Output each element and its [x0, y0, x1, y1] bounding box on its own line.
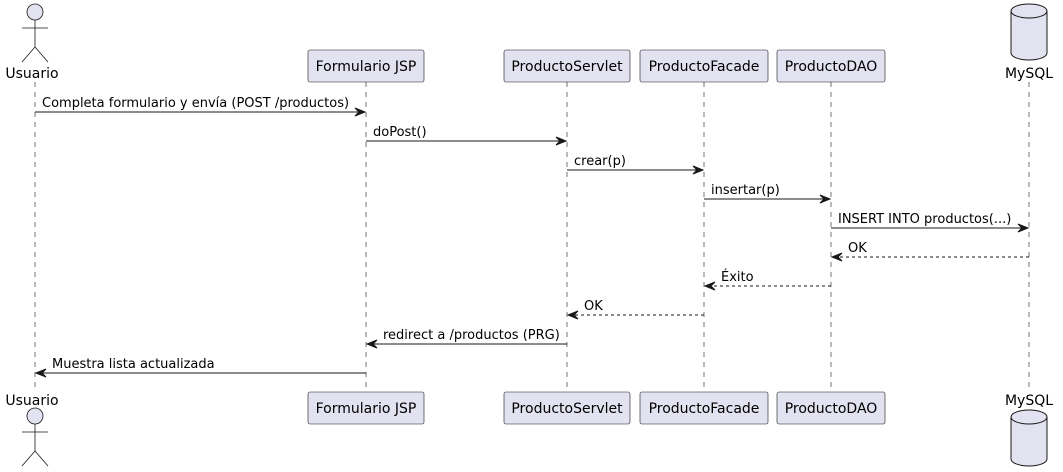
message-label: crear(p): [574, 154, 626, 169]
participant-label-bottom-usuario: Usuario: [5, 393, 58, 409]
actor-leg-left: [21, 46, 36, 63]
message-arrowhead: [830, 252, 843, 262]
participant-label-bottom-mysql: MySQL: [1005, 393, 1053, 409]
participant-label-top-mysql: MySQL: [1005, 66, 1053, 82]
database-body: [1010, 409, 1048, 467]
message-2: doPost(): [366, 125, 568, 146]
actor-head: [26, 407, 44, 425]
message-6: OK: [830, 241, 1029, 262]
participant-label: ProductoDAO: [785, 59, 878, 75]
message-5: INSERT INTO productos(...): [831, 212, 1030, 233]
participant-label: ProductoServlet: [511, 401, 623, 417]
message-label: INSERT INTO productos(...): [838, 212, 1011, 227]
participant-top-jsp: Formulario JSP: [307, 49, 425, 83]
actor-leg-right: [34, 46, 49, 63]
participant-label: Formulario JSP: [316, 401, 417, 417]
actor-bottom-usuario: [21, 407, 49, 467]
database-body: [1010, 3, 1048, 61]
participant-bottom-servlet: ProductoServlet: [503, 391, 631, 425]
participant-rect: [307, 391, 425, 425]
participant-top-facade: ProductoFacade: [639, 49, 769, 83]
message-arrowhead: [692, 165, 705, 175]
message-8: OK: [566, 299, 704, 320]
message-arrowhead: [354, 107, 367, 117]
participant-rect: [776, 49, 886, 83]
message-10: Muestra lista actualizada: [34, 357, 366, 378]
message-arrowhead: [365, 339, 378, 349]
message-arrowhead: [1017, 223, 1030, 233]
message-label: Completa formulario y envía (POST /produ…: [42, 96, 349, 111]
participant-rect: [307, 49, 425, 83]
message-arrowhead: [703, 281, 716, 291]
participant-rect: [776, 391, 886, 425]
message-label: doPost(): [373, 125, 427, 140]
database-rim: [1010, 10, 1048, 19]
actor-head: [26, 3, 44, 21]
message-3: crear(p): [567, 154, 705, 175]
participant-rect: [639, 49, 769, 83]
participant-bottom-facade: ProductoFacade: [639, 391, 769, 425]
message-4: insertar(p): [704, 183, 832, 204]
message-arrowhead: [819, 194, 832, 204]
participant-bottom-dao: ProductoDAO: [776, 391, 886, 425]
actor-top-usuario: [21, 3, 49, 63]
database-rim: [1010, 416, 1048, 425]
message-label: Muestra lista actualizada: [52, 357, 215, 372]
participant-label: ProductoDAO: [785, 401, 878, 417]
message-arrowhead: [566, 310, 579, 320]
database-top-mysql: [1010, 3, 1048, 61]
message-1: Completa formulario y envía (POST /produ…: [35, 96, 367, 117]
message-label: OK: [584, 299, 603, 314]
participant-bottom-jsp: Formulario JSP: [307, 391, 425, 425]
participant-label: ProductoFacade: [649, 401, 760, 417]
message-arrowhead: [34, 368, 47, 378]
participant-rect: [503, 49, 631, 83]
participant-label-top-usuario: Usuario: [5, 66, 58, 82]
message-label: insertar(p): [711, 183, 780, 198]
participant-top-servlet: ProductoServlet: [503, 49, 631, 83]
participant-rect: [503, 391, 631, 425]
message-label: redirect a /productos (PRG): [383, 328, 560, 343]
participant-label: Formulario JSP: [316, 59, 417, 75]
participant-label: ProductoFacade: [649, 59, 760, 75]
participant-label: ProductoServlet: [511, 59, 623, 75]
message-7: Éxito: [703, 269, 831, 291]
participant-top-dao: ProductoDAO: [776, 49, 886, 83]
message-label: Éxito: [721, 269, 754, 285]
actor-leg-right: [34, 450, 49, 467]
actor-leg-left: [21, 450, 36, 467]
participant-rect: [639, 391, 769, 425]
message-label: OK: [848, 241, 867, 256]
message-9: redirect a /productos (PRG): [365, 328, 567, 349]
message-arrowhead: [555, 136, 568, 146]
database-bottom-mysql: [1010, 409, 1048, 467]
